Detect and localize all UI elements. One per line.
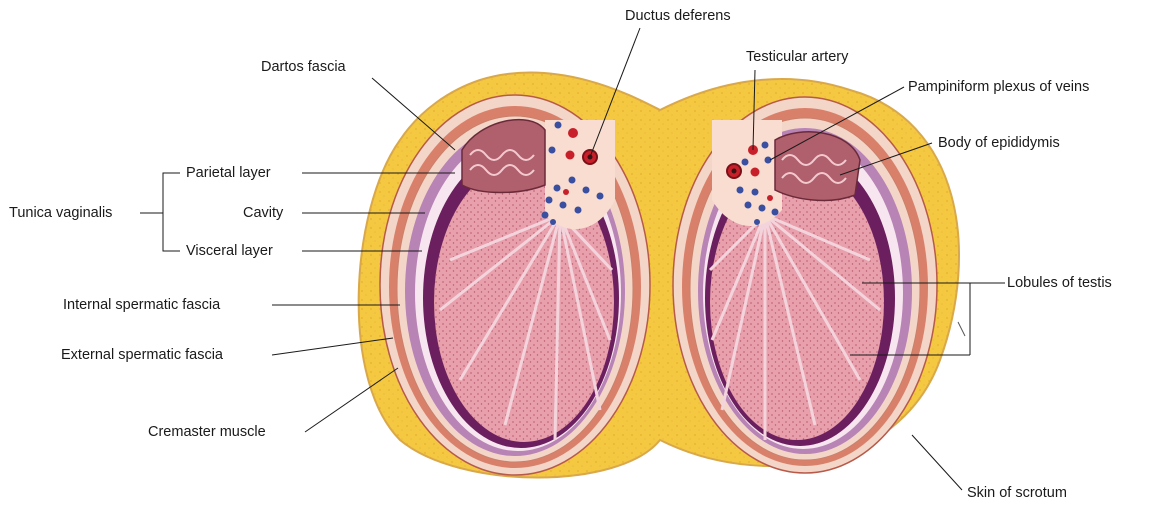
leader-skin-scrotum <box>912 435 962 490</box>
right-epididymis <box>775 132 860 201</box>
label-internal-spermatic-fascia: Internal spermatic fascia <box>63 298 220 313</box>
small-tick-mark <box>958 322 965 336</box>
label-dartos-fascia: Dartos fascia <box>261 60 346 75</box>
right-mediastinum <box>712 120 782 226</box>
label-cremaster-muscle: Cremaster muscle <box>148 425 266 440</box>
label-pampiniform-plexus: Pampiniform plexus of veins <box>908 80 1089 95</box>
label-body-of-epididymis: Body of epididymis <box>938 136 1060 151</box>
label-visceral-layer: Visceral layer <box>186 244 273 259</box>
tunica-vaginalis-bracket <box>140 173 180 251</box>
label-external-spermatic-fascia: External spermatic fascia <box>61 348 223 363</box>
left-testis <box>380 95 650 475</box>
right-testis <box>673 97 937 473</box>
label-tunica-vaginalis: Tunica vaginalis <box>9 206 112 221</box>
label-skin-of-scrotum: Skin of scrotum <box>967 486 1067 501</box>
label-testicular-artery: Testicular artery <box>746 50 848 65</box>
label-parietal-layer: Parietal layer <box>186 166 271 181</box>
label-lobules-of-testis: Lobules of testis <box>1007 276 1112 291</box>
label-ductus-deferens: Ductus deferens <box>625 9 731 24</box>
label-cavity: Cavity <box>243 206 283 221</box>
